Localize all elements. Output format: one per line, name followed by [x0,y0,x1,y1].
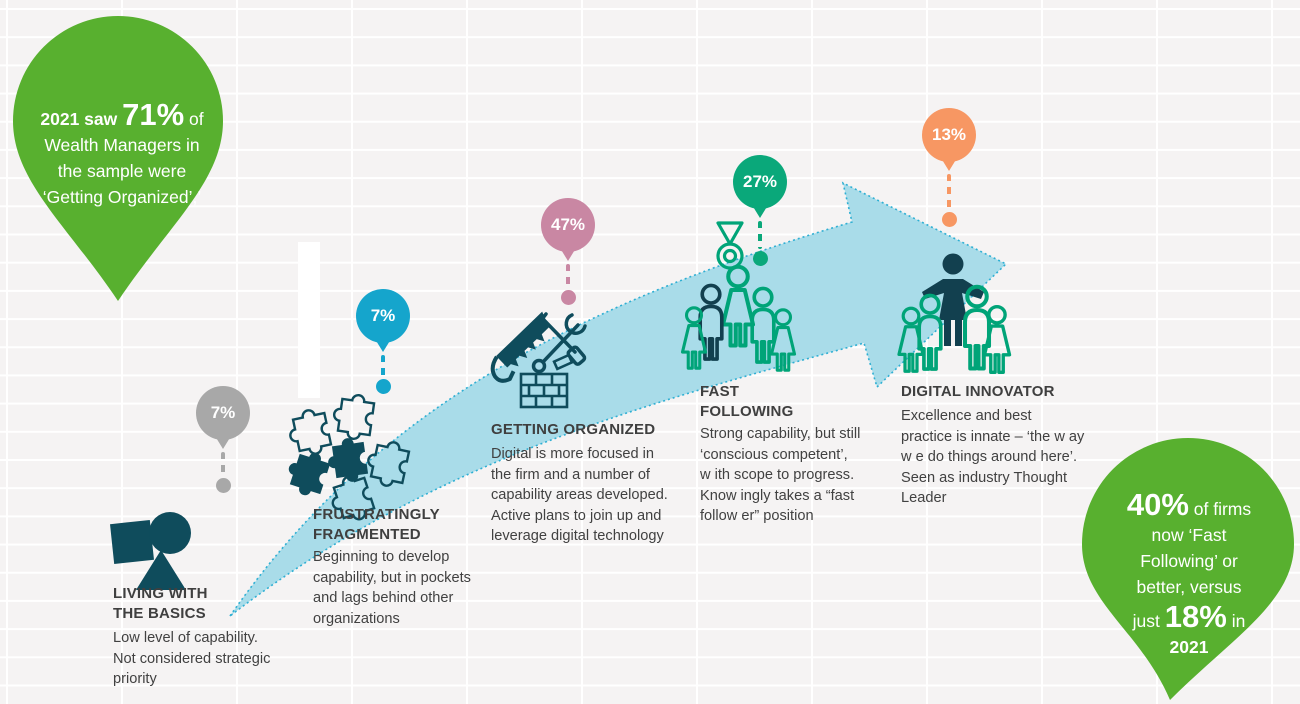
percent-balloon: 7% [356,289,410,394]
percent-balloon: 27% [733,155,787,266]
stage-description: Beginning to develop capability, but in … [313,549,471,627]
balloon-dash-line [946,174,952,210]
percent-balloon: 47% [541,198,595,305]
stage-description: Strong capability, but still ‘conscious … [700,426,861,524]
percent-value: 13% [922,108,976,162]
balloon-dot [375,379,391,394]
callout-right-40pct: 40% [1126,487,1189,522]
callout-right-year: 2021 [1169,637,1209,657]
balloon-dash-line [757,221,763,249]
callout-left-shape [13,16,223,301]
callout-left-text: 2021 saw 71% of Wealth Managers in the s… [28,72,216,210]
bricks-icon [519,353,574,409]
callout-right-middle: of firms now ‘Fast Following’ or better,… [1132,499,1252,631]
percent-value: 7% [356,289,410,343]
callout-right-suffix: in [1231,611,1246,631]
balloon-tail [752,205,768,218]
balloon-dash-line [565,264,571,288]
balloon-dash-line [220,452,226,476]
percent-balloon: 7% [196,386,250,493]
callout-balloon-left [13,16,223,301]
callout-left-71pct: 71% [122,97,185,132]
leader-people-icon [897,253,1012,374]
balloon-dot [560,290,576,305]
saw-tools-bricks-icon [490,311,587,409]
callout-right-text: 40% of firms now ‘Fast Following’ or bet… [1100,462,1278,660]
callout-right-shape [1082,438,1294,700]
leader-figure [922,253,984,346]
percent-value: 27% [733,155,787,209]
balloon-dot [941,212,957,227]
callout-balloon-right [1082,438,1294,700]
medal-people-icon [680,221,797,372]
balloon-tail [941,158,957,171]
stage-title: DIGITAL INNOVATOR [901,383,1055,400]
balloon-dot [215,478,231,493]
people-group [680,267,797,372]
percent-balloon: 13% [922,108,976,227]
stage-title: GETTING ORGANIZED [491,421,656,438]
crossed-tools-icon [531,312,587,374]
balloon-dot [752,251,768,266]
balloon-tail [215,436,231,449]
balloon-tail [375,339,391,352]
callout-left-prefix: 2021 saw [40,109,123,129]
puzzle-pieces-icon [282,390,412,527]
medal-icon [716,221,744,270]
basic-shapes-icon [110,512,191,590]
white-bar-artifact [298,242,320,398]
saw-icon [490,311,549,383]
stage-title: FRUSTRATINGLY FRAGMENTED [313,506,440,543]
stage-description: Digital is more focused in the firm and … [491,446,668,544]
callout-right-18pct: 18% [1164,599,1227,634]
callout-left-rest: of Wealth Managers in the sample were ‘G… [42,109,204,207]
stage-title: FAST FOLLOWING [700,383,794,420]
stage-title: LIVING WITH THE BASICS [113,585,208,622]
growth-arrow-shape [229,181,1008,617]
percent-value: 7% [196,386,250,440]
balloon-dash-line [380,355,386,377]
stage-description: Low level of capability. Not considered … [113,630,271,687]
balloon-tail [560,248,576,261]
stage-description: Excellence and best practice is innate –… [901,408,1085,506]
percent-value: 47% [541,198,595,252]
